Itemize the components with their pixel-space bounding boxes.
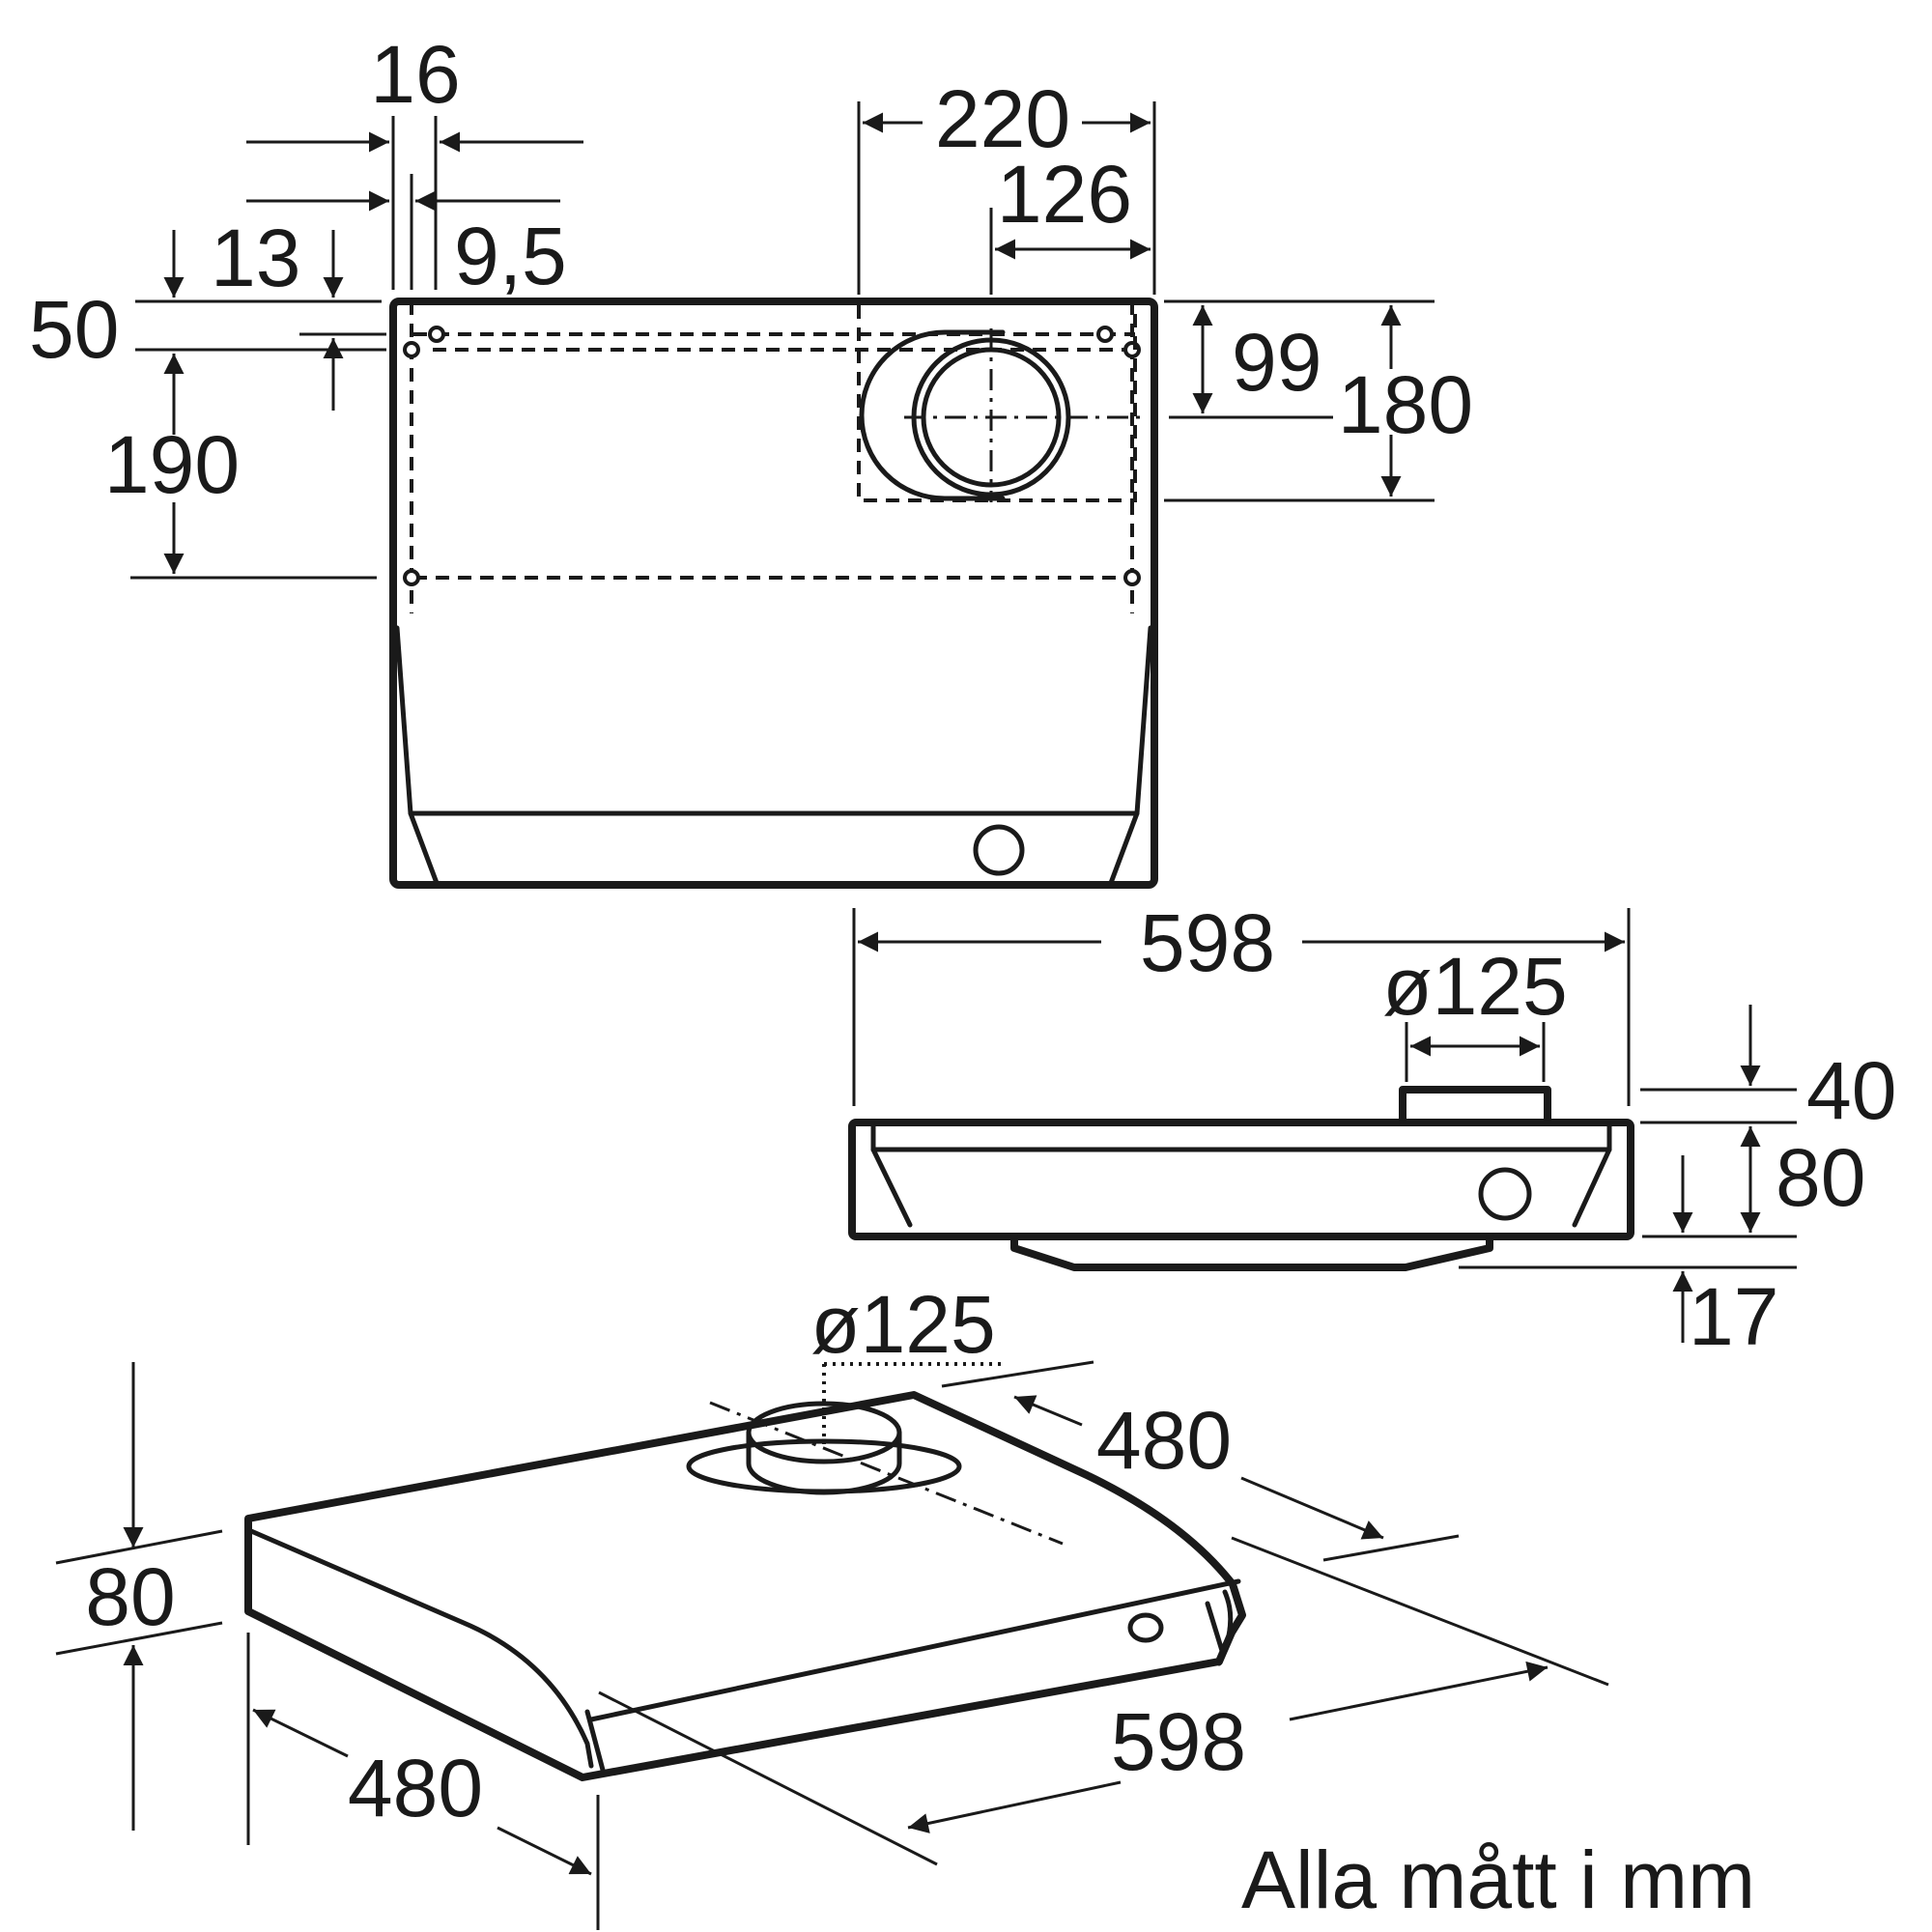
arrow-480-bottom-a	[252, 1708, 349, 1758]
dim-17-label: 17	[1689, 1271, 1778, 1362]
extension-line	[1322, 1534, 1460, 1562]
iso-dim-depth-bottom-label: 480	[348, 1743, 483, 1833]
mounting-hole	[428, 326, 445, 343]
iso-front-face	[248, 1528, 594, 1769]
dim-16-label: 16	[370, 29, 460, 120]
extension-line	[55, 1621, 223, 1656]
mounting-hole	[403, 569, 420, 586]
top-view-front-bevel-left	[394, 625, 440, 886]
iso-front-face-lower	[588, 1578, 1241, 1722]
dim-9-5-label: 9,5	[454, 211, 567, 301]
front-view-bevel-left	[870, 1147, 913, 1228]
arrow-598-iso-b	[1289, 1661, 1548, 1721]
top-view: 16 9,5 13 50 190 220 126 99	[29, 29, 1473, 889]
front-view-filter-bottom	[1010, 1233, 1493, 1271]
iso-front-bevel-left	[584, 1709, 607, 1776]
dim-180-label: 180	[1338, 359, 1473, 450]
iso-control-knob	[1127, 1612, 1164, 1643]
mounting-hole	[403, 341, 420, 358]
top-view-front-bevel-right	[1108, 625, 1153, 886]
dim-126-label: 126	[997, 149, 1132, 240]
front-view-duct-collar	[1399, 1086, 1551, 1126]
iso-dim-duct-label: ø125	[810, 1279, 995, 1370]
iso-body-outline	[244, 1391, 1246, 1781]
arrow-480-top-a	[1013, 1395, 1083, 1427]
arrow-598-iso-a	[907, 1780, 1122, 1833]
dim-duct-label: ø125	[1382, 941, 1567, 1032]
dim-220-label: 220	[935, 73, 1070, 164]
dim-99-label: 99	[1232, 317, 1321, 408]
dim-13-label: 13	[211, 213, 300, 303]
iso-dim-height-label: 80	[85, 1551, 175, 1642]
iso-duct-side	[746, 1430, 902, 1495]
iso-end-curve	[1216, 1589, 1234, 1666]
extension-line	[941, 1360, 1094, 1388]
duct-housing	[859, 329, 1006, 501]
iso-duct-axis	[709, 1401, 1064, 1546]
dim-80-label: 80	[1776, 1132, 1865, 1223]
mounting-hole	[1123, 569, 1141, 586]
iso-front-bevel-right	[1205, 1601, 1226, 1657]
dim-598-label: 598	[1140, 897, 1275, 988]
units-caption: Alla mått i mm	[1241, 1834, 1755, 1925]
arrow-480-top-b	[1240, 1476, 1384, 1540]
front-view-bevel-right	[1572, 1147, 1612, 1228]
mounting-hole	[1096, 326, 1114, 343]
front-view-control-knob	[1478, 1167, 1532, 1221]
front-view: 598 ø125 40 80 17	[848, 897, 1896, 1362]
isometric-view: ø125 480 80 480 598	[55, 1279, 1609, 1930]
top-view-control-knob	[973, 824, 1025, 876]
front-view-body	[848, 1119, 1634, 1240]
arrow-480-bottom-b	[497, 1826, 592, 1876]
dim-40-label: 40	[1806, 1045, 1896, 1136]
dim-190-label: 190	[104, 419, 240, 510]
iso-dim-width-label: 598	[1111, 1696, 1246, 1787]
top-view-outline	[389, 298, 1158, 889]
dim-50-label: 50	[29, 284, 119, 375]
extension-line	[598, 1690, 938, 1866]
iso-dim-depth-top-label: 480	[1096, 1395, 1232, 1486]
extension-line	[1231, 1536, 1609, 1687]
